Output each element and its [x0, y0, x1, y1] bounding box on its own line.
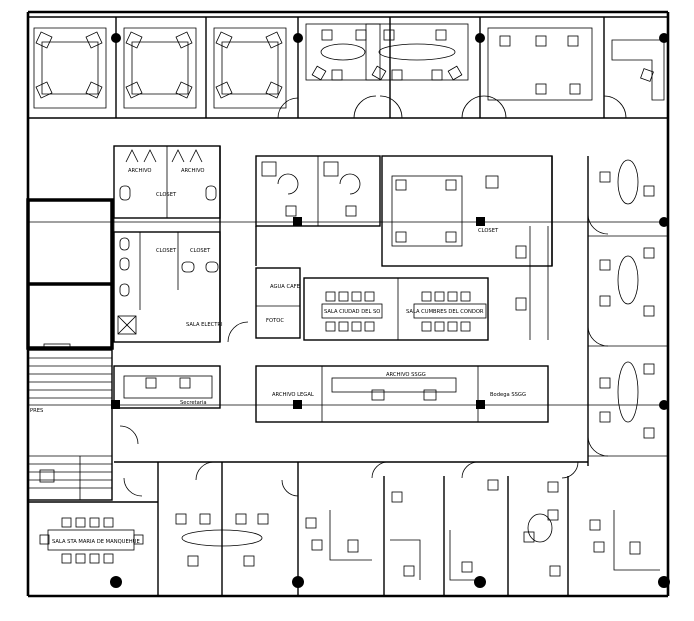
left-core [26, 198, 114, 351]
closet-4-label: CLOSET [478, 228, 499, 234]
top-workstations [33, 23, 665, 109]
grid-axes [28, 221, 668, 406]
archivo-2-label: ARCHIVO [181, 168, 205, 174]
closet-1-label: CLOSET [156, 192, 177, 198]
secretaria-label: Secretaria [180, 400, 207, 406]
stair: PRES [27, 349, 113, 501]
bottom-offices: SALA STA MARIA DE MANQUEHUE [28, 461, 660, 596]
right-offices [587, 156, 668, 466]
agua-cafe-label: AGUA CAFE [270, 284, 300, 290]
archivo-legal-label: ARCHIVO LEGAL [272, 392, 314, 398]
sala-electrica-label: SALA ELECTRI [186, 322, 223, 328]
archivo-ssgg-label: ARCHIVO SSGG [386, 372, 426, 378]
pantry: AGUA CAFE FOTOC [255, 267, 301, 339]
bodega-ssgg-label: Bodega SSGG [490, 392, 526, 398]
archive-strip: ARCHIVO SSGG ARCHIVO LEGAL Bodega SSGG [255, 365, 549, 423]
corridor-walls [113, 146, 553, 342]
archivo-1-label: ARCHIVO [128, 168, 152, 174]
service-block: ARCHIVO ARCHIVO CLOSET CLOSET CLOSET SAL… [113, 145, 249, 343]
sala-santa-label: SALA STA MARIA DE MANQUEHUE [52, 539, 140, 545]
closet-2-label: CLOSET [156, 248, 177, 254]
fotoc-label: FOTOC [266, 318, 284, 324]
sala-ciudad-label: SALA CIUDAD DEL SO [324, 309, 380, 315]
meeting-rooms: SALA CIUDAD DEL SO SALA CUMBRES DEL COND… [303, 277, 489, 341]
pres-label: PRES [30, 408, 43, 414]
closet-3-label: CLOSET [190, 248, 211, 254]
sala-cumbres-label: SALA CUMBRES DEL CONDOR [406, 309, 484, 315]
reception: Secretaria [113, 365, 221, 445]
